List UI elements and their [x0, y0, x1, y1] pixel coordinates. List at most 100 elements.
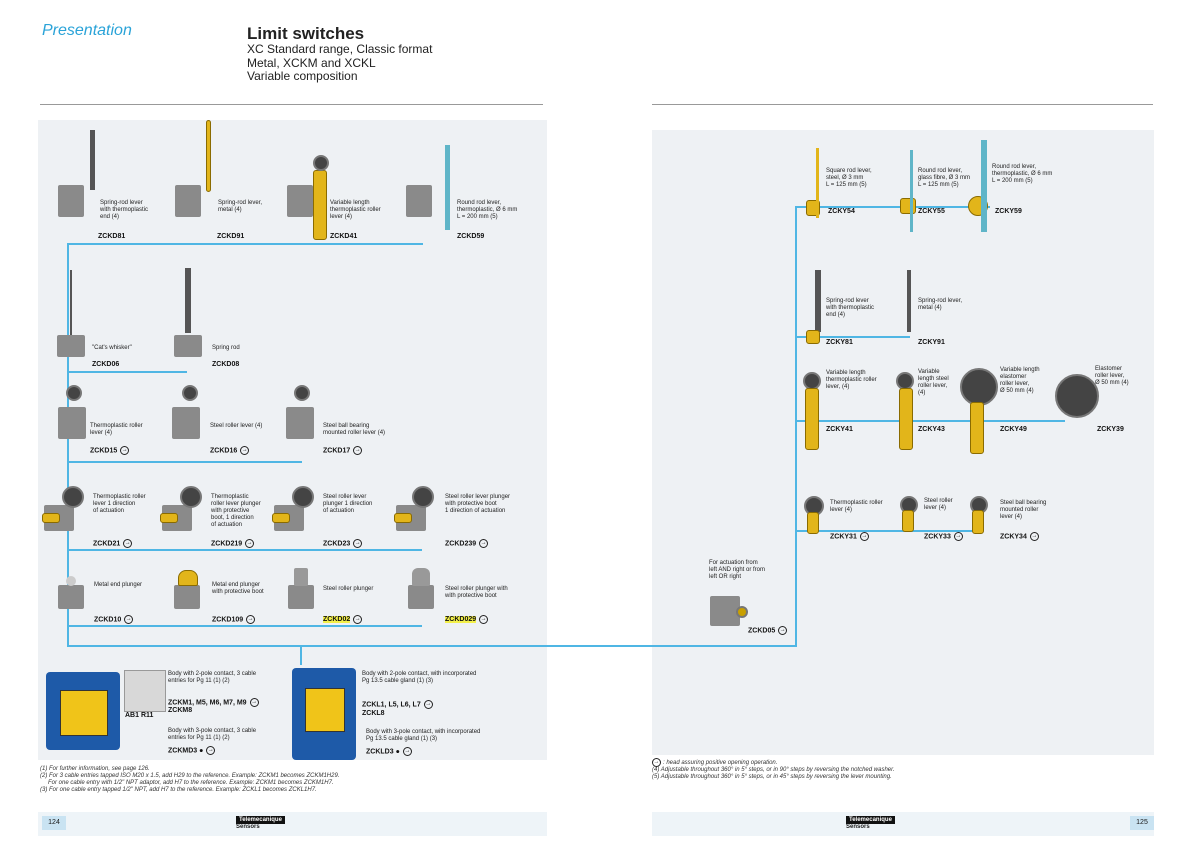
ref-zckl8: ZCKL8 [362, 710, 385, 717]
footnotes-left: (1) For further information, see page 12… [40, 766, 340, 793]
positive-opening-icon: → [953, 532, 963, 541]
switch-head-image [174, 585, 200, 609]
switch-head-image [287, 185, 313, 217]
ref-ab1r11: AB1 R11 [125, 712, 154, 719]
footer-band-left [38, 812, 547, 836]
roller-image [412, 486, 434, 508]
page-number-right: 125 [1130, 816, 1154, 830]
connector-row4 [67, 549, 422, 551]
body-label-image [60, 690, 108, 736]
positive-opening-icon: → [353, 539, 363, 548]
ref-zckd23: ZCKD23→ [323, 539, 363, 548]
ref-zckd10: ZCKD10→ [94, 615, 134, 624]
ref-zckd02: ZCKD02→ [323, 615, 363, 624]
ref-zcky91: ZCKY91 [918, 339, 945, 346]
desc-zckd06: "Cat's whisker" [92, 345, 132, 351]
lever-image [272, 513, 290, 523]
ref-zckd06: ZCKD06 [92, 361, 120, 368]
connector-rrow4 [795, 530, 975, 532]
plunger-image [66, 576, 76, 586]
desc-zckl1: Body with 2-pole contact, with incorpora… [362, 671, 477, 684]
ref-zckd05: ZCKD05→ [748, 626, 788, 635]
switch-head-image [174, 335, 202, 357]
subtitle-1: XC Standard range, Classic format [247, 42, 433, 56]
switch-head-image [58, 185, 84, 217]
ref-zckd109: ZCKD109→ [212, 615, 256, 624]
ref-zcky55: ZCKY55 [918, 208, 945, 215]
ref-zcky31: ZCKY31→ [830, 532, 869, 541]
boot-image [178, 570, 198, 586]
switch-head-image [408, 585, 434, 609]
ref-zcky33: ZCKY33→ [924, 532, 963, 541]
desc-zckd08: Spring rod [212, 345, 240, 351]
lever-image [807, 512, 819, 534]
ref-zckd59: ZCKD59 [457, 233, 485, 240]
roller-image [736, 606, 748, 618]
positive-opening-icon: → [206, 746, 216, 755]
ref-zckd21: ZCKD21→ [93, 539, 133, 548]
switch-head-image [288, 585, 314, 609]
roller-image [313, 155, 329, 171]
ref-zcky54: ZCKY54 [828, 208, 855, 215]
ref-zckd81: ZCKD81 [98, 233, 126, 240]
connector-row1 [67, 243, 423, 245]
lever-image [972, 510, 984, 534]
connector-row3 [67, 461, 302, 463]
positive-opening-icon: → [778, 626, 788, 635]
roller-image [180, 486, 202, 508]
desc-zckd02: Steel roller plunger [323, 586, 374, 592]
ref-zckd029: ZCKD029→ [445, 615, 489, 624]
ref-zckm1: ZCKM1, M5, M6, M7, M9→ [168, 698, 259, 707]
connector-main-right [795, 206, 797, 646]
ref-zckld3: ZCKLD3 ●→ [366, 747, 412, 756]
round-rod-image [445, 145, 450, 230]
spring-rod-image [185, 268, 191, 333]
ref-zckd219: ZCKD219→ [211, 539, 255, 548]
desc-zckld3: Body with 3-pole contact, with incorpora… [366, 729, 481, 742]
whisker-image [70, 270, 72, 335]
roller-image [182, 385, 198, 401]
positive-opening-icon: → [123, 539, 133, 548]
positive-opening-icon: → [859, 532, 869, 541]
header-rule-left [40, 104, 543, 105]
positive-opening-icon: → [423, 700, 433, 709]
variable-lever-image [899, 388, 913, 450]
connector-rrow3 [795, 420, 1065, 422]
roller-image [62, 486, 84, 508]
connector-row5 [67, 625, 422, 627]
ref-zckd17: ZCKD17→ [323, 446, 363, 455]
positive-opening-icon: → [240, 446, 250, 455]
ref-zckd16: ZCKD16→ [210, 446, 250, 455]
lever-image [42, 513, 60, 523]
ref-zcky43: ZCKY43 [918, 426, 945, 433]
page-number-left: 124 [42, 816, 66, 830]
ref-zckl1: ZCKL1, L5, L6, L7→ [362, 700, 433, 709]
switch-head-image [57, 335, 85, 357]
positive-opening-icon: → [1029, 532, 1039, 541]
subtitle-2: Metal, XCKM and XCKL [247, 56, 376, 70]
connector-main-left [67, 243, 69, 645]
desc-zckd16: Steel roller lever (4) [210, 423, 263, 429]
positive-opening-icon: → [124, 615, 134, 624]
ref-zcky41: ZCKY41 [826, 426, 853, 433]
left-panel [38, 120, 547, 760]
page-title: Limit switches [247, 24, 365, 43]
